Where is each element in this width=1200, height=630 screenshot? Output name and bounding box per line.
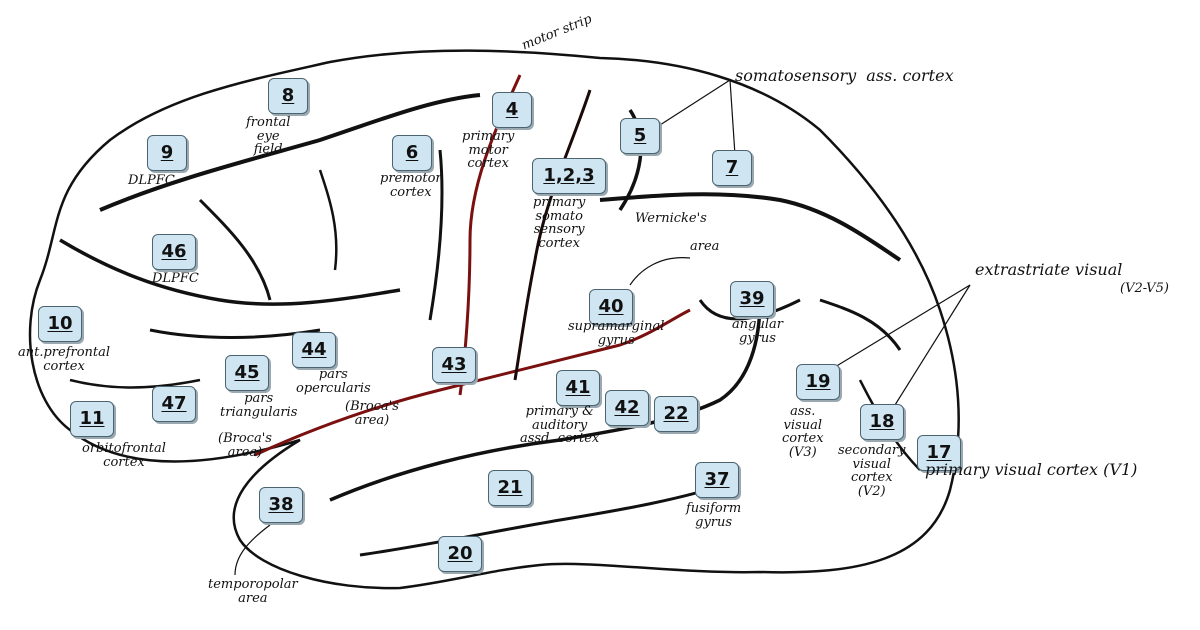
- leader-somatosensory-7: [729, 79, 736, 156]
- supramarginal-label: supramarginal gyrus: [568, 319, 665, 348]
- area-42-box: 42: [605, 390, 649, 426]
- area-6-box: 6: [392, 135, 432, 171]
- frontal-eye-field-label: frontal eye field: [246, 115, 291, 158]
- leader-wernicke: [629, 257, 691, 286]
- area-10-box: 10: [38, 306, 82, 342]
- area-19-box: 19: [796, 364, 840, 400]
- area-17-box: 17: [917, 435, 961, 471]
- leader-extrastriate-19: [829, 284, 971, 371]
- area-8-box: 8: [268, 78, 308, 114]
- parietal-curve-2: [698, 298, 801, 321]
- antprefrontal-label: ant.prefrontal cortex: [18, 345, 111, 374]
- frontal-curve-4: [69, 378, 201, 389]
- primary-motor-label: primary motor cortex: [462, 129, 515, 172]
- area-46-box: 46: [152, 234, 196, 270]
- frontal-curve-1: [198, 198, 272, 301]
- fusiform-label: fusiform gyrus: [686, 501, 742, 530]
- angular-label: angular gyrus: [732, 317, 783, 346]
- intraparietal-sulcus: [599, 192, 902, 262]
- temporopolar-label: temporopolar area: [208, 577, 298, 606]
- pars-triangularis-label: pars triangularis: [220, 391, 298, 420]
- area-47-box: 47: [152, 386, 196, 422]
- parietal-curve-3: [819, 298, 902, 351]
- pars-opercularis-label: pars opercularis: [296, 367, 371, 396]
- wernicke-area-label: area: [690, 239, 720, 254]
- extrastriate-label: extrastriate visual: [975, 260, 1123, 279]
- area-39-box: 39: [730, 281, 774, 317]
- area-9-box: 9: [147, 135, 187, 171]
- leader-somatosensory-5: [659, 79, 731, 126]
- area-5-box: 5: [620, 118, 660, 154]
- leader-temporopolar: [234, 524, 271, 576]
- primary-auditory-label: primary & auditory assd. cortex: [520, 404, 600, 447]
- extrastriate-range-label: (V2-V5): [1120, 281, 1169, 296]
- area-43-box: 43: [432, 347, 476, 383]
- precentral-sulcus: [428, 149, 444, 321]
- postcentral-sulcus: [513, 89, 592, 381]
- leader-extrastriate-18: [894, 284, 971, 406]
- area-37-box: 37: [695, 462, 739, 498]
- area-38-box: 38: [259, 487, 303, 523]
- inferior-temporal-sulcus: [359, 478, 741, 557]
- dlpfc-9-label: DLPFC: [128, 173, 175, 188]
- somatosensory-ass-label: somatosensory ass. cortex: [735, 66, 954, 85]
- secondary-visual-label: secondary visual cortex (V2): [838, 443, 906, 499]
- wernicke-label: Wernicke's: [635, 211, 707, 226]
- dlpfc-46-label: DLPFC: [152, 271, 199, 286]
- area-1-2-3-box: 1,2,3: [532, 158, 606, 194]
- lateral-fissure: [254, 308, 691, 457]
- area-41-box: 41: [556, 370, 600, 406]
- area-7-box: 7: [712, 150, 752, 186]
- premotor-label: premotor cortex: [380, 171, 442, 200]
- area-4-box: 4: [492, 92, 532, 128]
- brocas-area-1-label: (Broca's area): [345, 399, 399, 428]
- area-22-box: 22: [654, 396, 698, 432]
- area-11-box: 11: [70, 401, 114, 437]
- orbitofrontal-label: orbitofrontal cortex: [82, 441, 166, 470]
- area-18-box: 18: [860, 404, 904, 440]
- frontal-curve-2: [318, 169, 338, 271]
- brain-outline: [28, 49, 960, 590]
- area-44-box: 44: [292, 332, 336, 368]
- area-40-box: 40: [589, 289, 633, 325]
- primary-somato-label: primary somato sensory cortex: [533, 195, 586, 251]
- brocas-area-2-label: (Broca's area): [218, 431, 272, 460]
- superior-frontal-sulcus: [99, 93, 481, 212]
- ass-visual-label: ass. visual cortex (V3): [782, 404, 824, 460]
- area-45-box: 45: [225, 355, 269, 391]
- area-20-box: 20: [438, 536, 482, 572]
- superior-temporal-sulcus: [329, 299, 762, 502]
- primary-visual-label: primary visual cortex (V1): [925, 460, 1138, 479]
- area-21-box: 21: [488, 470, 532, 506]
- inferior-frontal-sulcus: [59, 238, 401, 306]
